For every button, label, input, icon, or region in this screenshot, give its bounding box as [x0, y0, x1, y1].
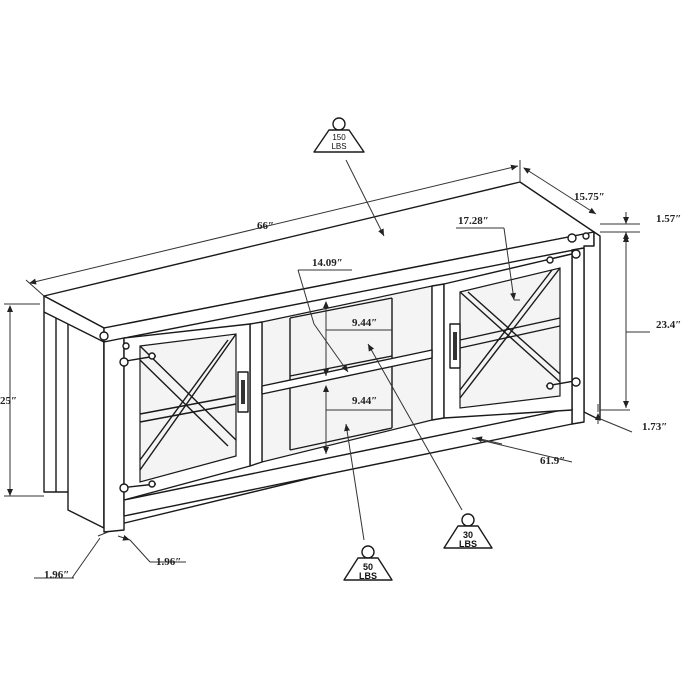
dimension-lines: 66″ 15.75″ 1.57″ 23.4″ 1.73″ 25″ 17.28″	[0, 160, 681, 581]
left-rear-leg	[55, 318, 69, 492]
weight-icon	[443, 525, 493, 549]
weight-icon	[343, 557, 393, 581]
top-weight-unit: LBS	[331, 142, 346, 151]
bottom-weight-unit: LBS	[359, 571, 377, 581]
weight-ring-icon	[461, 513, 475, 527]
weight-callout-middle: 30 LBS	[367, 343, 493, 549]
front-right-leg	[571, 247, 585, 425]
side-height-label: 23.4″	[656, 319, 681, 331]
width-label: 66″	[257, 220, 274, 232]
right-side-edge	[583, 231, 601, 421]
bottom-rail	[123, 407, 573, 517]
left-barn-door	[119, 323, 251, 501]
center-right-divider	[431, 283, 445, 421]
weight-ring-icon	[361, 545, 375, 559]
corner-bolt-right	[567, 233, 577, 243]
depth-label: 15.75″	[574, 191, 605, 203]
tv-stand	[43, 181, 601, 533]
right-door-handle-grip	[453, 332, 457, 360]
height-label: 25″	[0, 395, 17, 407]
middle-shelf-back-edge	[289, 355, 393, 377]
middle-shelf	[261, 349, 433, 395]
bottom-clearance-label: 1.73″	[642, 421, 667, 433]
shelf-depth-label: 14.09″	[312, 257, 343, 269]
weight-ring-icon	[332, 117, 346, 131]
bottom-weight-value: 50	[363, 562, 373, 572]
upper-shelf-height-label: 9.44″	[352, 317, 377, 329]
corner-bolt-right-2	[582, 232, 590, 240]
leg-width-right-label: 1.96″	[156, 556, 181, 568]
center-left-divider	[249, 321, 263, 467]
middle-weight-value: 30	[463, 530, 473, 540]
right-barn-door	[443, 249, 581, 419]
weight-callout-bottom: 50 LBS	[343, 423, 393, 581]
corner-bolt-left	[99, 331, 109, 341]
corner-bolt-left-2	[122, 342, 130, 350]
weight-icon	[313, 129, 365, 153]
top-weight-value: 150	[332, 133, 346, 142]
depth-dimension-line	[523, 167, 597, 215]
left-door-handle-grip	[241, 380, 245, 404]
door-width-label: 17.28″	[458, 215, 489, 227]
left-side-panel	[43, 311, 105, 529]
top-thickness-label: 1.57″	[656, 213, 681, 225]
lower-shelf-height-label: 9.44″	[352, 395, 377, 407]
width-dimension-line	[29, 164, 519, 285]
front-left-leg	[103, 337, 125, 533]
inner-width-label: 61.9″	[540, 455, 565, 467]
leg-width-left-label: 1.96″	[44, 569, 69, 581]
weight-callout-top: 150 LBS	[313, 117, 385, 237]
middle-weight-unit: LBS	[459, 539, 477, 549]
